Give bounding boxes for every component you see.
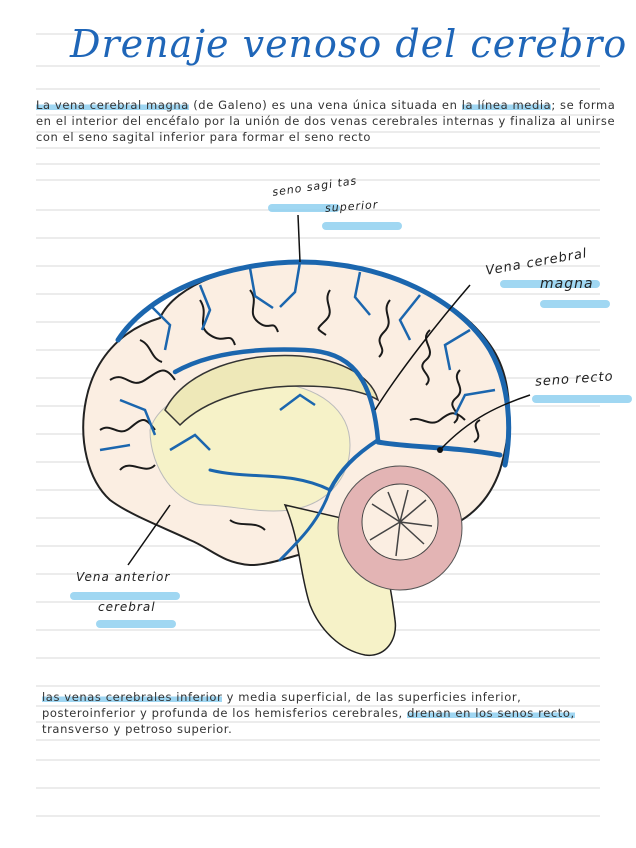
outro-paragraph: las venas cerebrales inferior y media su…: [42, 689, 612, 737]
vein-of-galen: [328, 438, 380, 492]
label-vena-anterior-2: cerebral: [98, 600, 156, 614]
inferior-sagittal-sinus: [172, 347, 381, 443]
label-highlight: [322, 222, 402, 230]
intro-paragraph: La vena cerebral magna (de Galeno) es un…: [36, 97, 621, 145]
basal-veins: [208, 468, 332, 562]
venous-sinuses: [115, 259, 512, 562]
straight-sinus: [375, 439, 503, 458]
pointer-sagital: [297, 214, 301, 263]
corpus-callosum: [164, 354, 380, 427]
label-highlight: [500, 280, 600, 288]
pointer-anterior: [127, 504, 171, 566]
outro-text-2: transverso y petroso superior.: [42, 722, 233, 736]
intro-text-2: ; se forma en el interior del encéfalo p…: [36, 98, 616, 144]
pointer-magna: [374, 284, 471, 411]
outro-highlight-2: drenan en los senos recto,: [407, 706, 575, 720]
label-highlight: [96, 620, 176, 628]
intro-highlight-1: La vena cerebral magna: [36, 98, 189, 112]
outro-highlight-1: las venas cerebrales inferior: [42, 690, 223, 704]
page-title: Drenaje venoso del cerebro: [70, 22, 628, 66]
label-highlight: [532, 395, 632, 403]
label-vena-magna-2: magna: [540, 276, 594, 292]
label-highlight: [268, 204, 340, 212]
cortical-veins: [99, 261, 496, 452]
label-highlight: [70, 592, 180, 600]
label-vena-anterior-1: Vena anterior: [76, 570, 171, 584]
intro-highlight-2: la línea media: [461, 98, 552, 112]
superior-sagittal-sinus: [115, 259, 512, 468]
intro-text-1: (de Galeno) es una vena única situada en: [188, 98, 462, 112]
pointer-recto: [439, 394, 531, 451]
outro-text-1: y media superficial, de las superficies …: [42, 690, 522, 720]
pointer-lines: [127, 214, 531, 566]
arbor-vitae: [369, 489, 433, 557]
label-highlight: [540, 300, 610, 308]
